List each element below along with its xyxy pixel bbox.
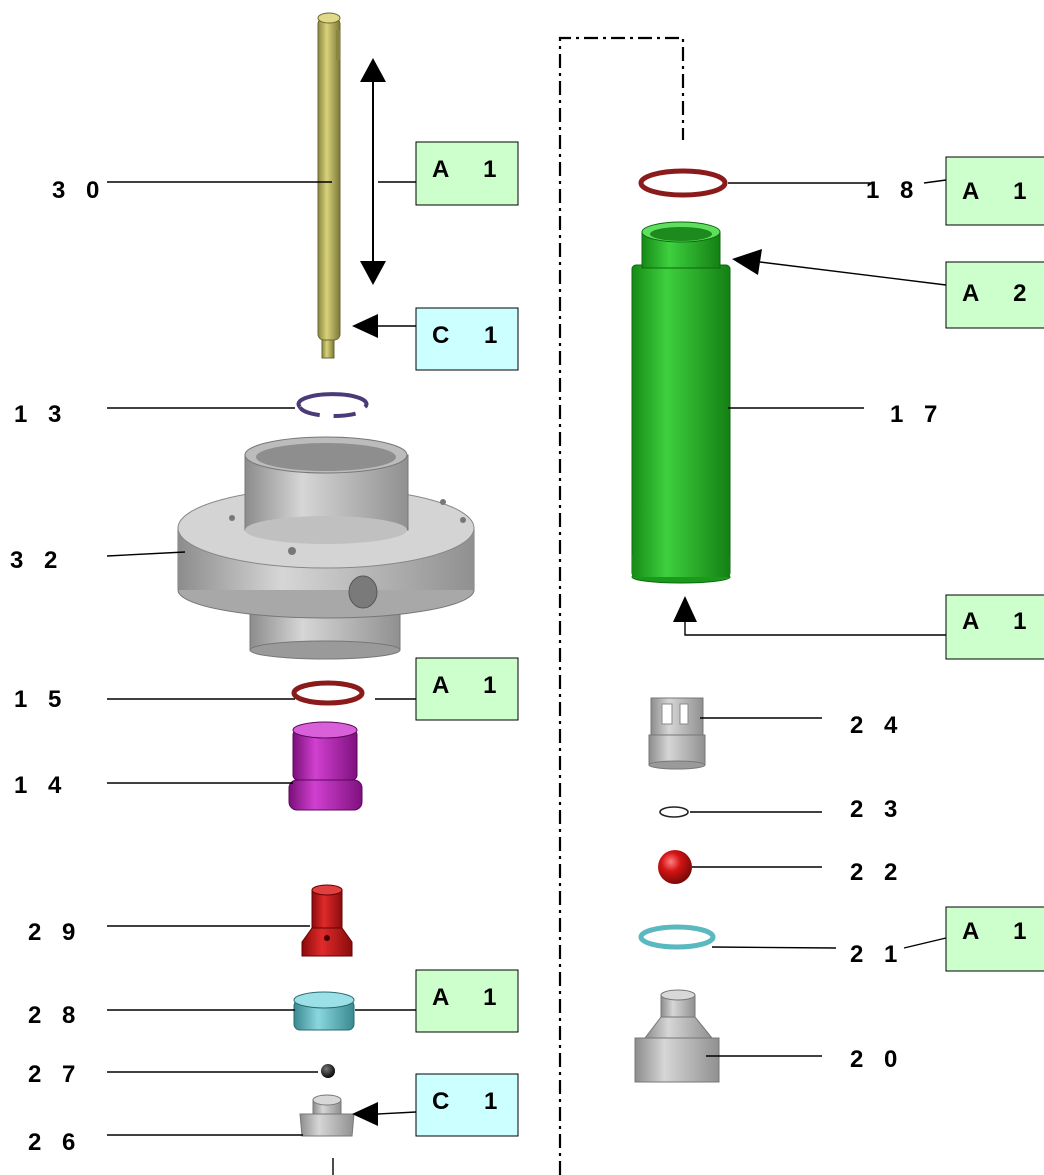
svg-text:A 1: A 1 bbox=[962, 918, 1040, 945]
label-part-13: 1 3 bbox=[14, 401, 68, 428]
label-part-27: 2 7 bbox=[28, 1061, 82, 1088]
part-17-tube bbox=[631, 221, 731, 584]
label-part-21: 2 1 bbox=[850, 941, 904, 968]
part-26-seat bbox=[299, 1094, 355, 1175]
label-part-30: 3 0 bbox=[52, 177, 106, 204]
label-part-28: 2 8 bbox=[28, 1002, 82, 1029]
svg-text:C 1: C 1 bbox=[432, 322, 511, 349]
travel-double-arrow bbox=[360, 58, 386, 285]
callout-a1-tube-bottom: A 1 bbox=[945, 594, 1044, 660]
callout-a1-pin: A 1 bbox=[415, 141, 519, 206]
callout-a1-oring15: A 1 bbox=[415, 657, 519, 721]
callout-c1-seat26: C 1 bbox=[415, 1073, 519, 1137]
part-28-cup bbox=[293, 991, 355, 1031]
label-part-20: 2 0 bbox=[850, 1046, 904, 1073]
svg-text:A 2: A 2 bbox=[962, 280, 1040, 307]
label-part-17: 1 7 bbox=[890, 401, 944, 428]
label-part-15: 1 5 bbox=[14, 686, 68, 713]
label-part-29: 2 9 bbox=[28, 919, 82, 946]
part-18-o-ring bbox=[638, 168, 728, 198]
callout-a1-cup28: A 1 bbox=[415, 969, 519, 1033]
label-part-24: 2 4 bbox=[850, 712, 904, 739]
part-23-small-ring bbox=[659, 806, 689, 818]
part-24-cage bbox=[648, 697, 706, 770]
svg-text:C 1: C 1 bbox=[432, 1088, 511, 1115]
label-part-23: 2 3 bbox=[850, 796, 904, 823]
svg-text:A 1: A 1 bbox=[432, 672, 510, 699]
center-divider-line bbox=[558, 36, 685, 1175]
label-part-22: 2 2 bbox=[850, 859, 904, 886]
label-part-18: 1 8 bbox=[866, 177, 920, 204]
callout-a1-oring18: A 1 bbox=[945, 156, 1044, 226]
svg-text:A 1: A 1 bbox=[432, 984, 510, 1011]
part-14-nozzle bbox=[288, 721, 363, 811]
callout-arrows bbox=[352, 249, 947, 1126]
callout-a2-tube: A 2 bbox=[945, 261, 1044, 329]
svg-text:A 1: A 1 bbox=[432, 156, 510, 183]
part-30-pin bbox=[317, 12, 341, 359]
part-27-ball bbox=[321, 1064, 335, 1078]
part-13-snap-ring bbox=[296, 392, 369, 418]
leader-lines bbox=[106, 179, 947, 1136]
callout-c1-pin: C 1 bbox=[415, 307, 519, 371]
part-15-o-ring bbox=[291, 680, 365, 706]
part-32-housing bbox=[177, 436, 475, 660]
part-29-red-insert bbox=[301, 884, 353, 957]
callout-a1-ring21: A 1 bbox=[945, 906, 1044, 972]
svg-text:A 1: A 1 bbox=[962, 608, 1040, 635]
part-20-base-fitting bbox=[634, 989, 720, 1083]
part-21-teal-ring bbox=[638, 924, 716, 950]
part-22-red-ball bbox=[658, 850, 692, 884]
label-part-32: 3 2 bbox=[10, 547, 64, 574]
svg-text:A 1: A 1 bbox=[962, 178, 1040, 205]
label-part-14: 1 4 bbox=[14, 772, 68, 799]
label-part-26: 2 6 bbox=[28, 1129, 82, 1156]
